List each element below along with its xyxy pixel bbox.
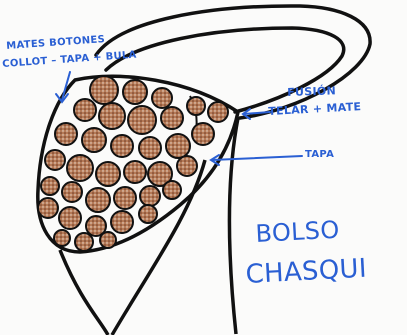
arrow-tapa bbox=[212, 156, 302, 160]
bag-back-left bbox=[60, 250, 108, 335]
mates-buttons-cluster bbox=[38, 76, 228, 251]
note-tapa: TAPA bbox=[305, 150, 334, 160]
title-line1: BOLSO bbox=[255, 218, 340, 246]
strap-down-right bbox=[229, 118, 238, 334]
title-line2: CHASQUI bbox=[245, 256, 367, 288]
note-fusion-line1: FUSIÓN bbox=[287, 85, 336, 98]
